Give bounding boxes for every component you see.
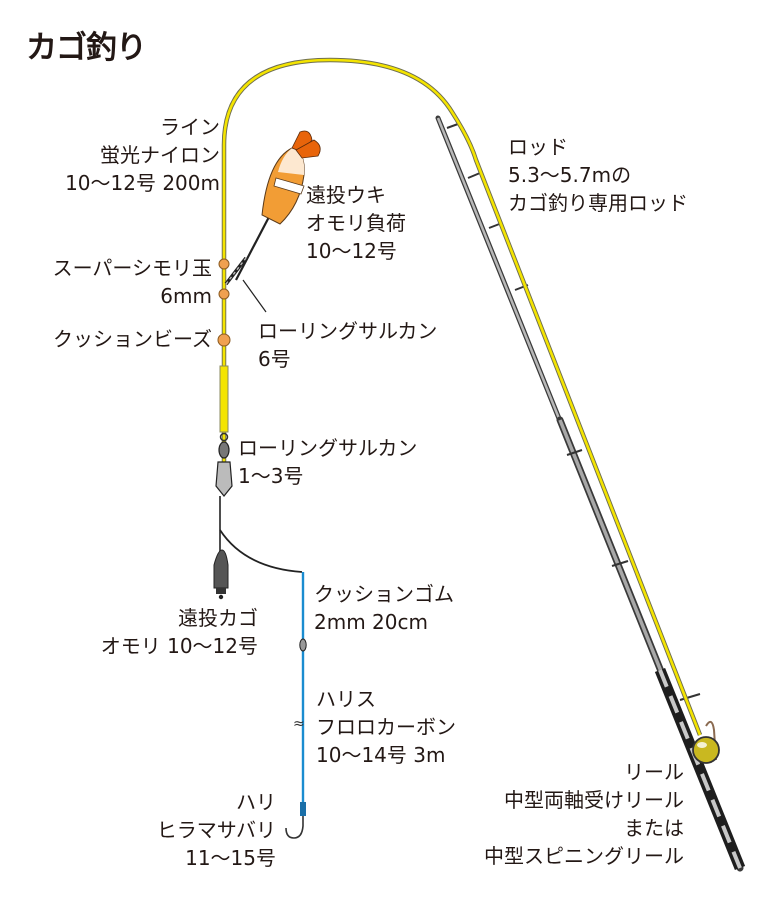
- swivel-basket-illustration: [213, 432, 303, 600]
- main-line-illustration: [219, 57, 703, 736]
- reel-label: リール 中型両軸受けリール または 中型スピニングリール: [484, 760, 684, 868]
- basket-label: 遠投カゴ オモリ 10〜12号: [100, 606, 258, 658]
- beads-illustration: [217, 258, 231, 347]
- leader-line-illustration: ≈: [285, 572, 307, 839]
- line-label: ライン 蛍光ナイロン 10〜12号 200m: [65, 115, 220, 195]
- rod-illustration: [435, 115, 746, 872]
- cushion-rubber-label: クッションゴム 2mm 20cm: [314, 582, 454, 634]
- reel-illustration: [692, 720, 720, 764]
- hook-label: ハリ ヒラマサバリ 11〜15号: [156, 790, 276, 870]
- stopper-bead-label: スーパーシモリ玉 6mm: [52, 256, 212, 308]
- swivel-lower-label: ローリングサルカン 1〜3号: [238, 436, 418, 488]
- svg-text:≈: ≈: [293, 716, 305, 732]
- swivel-upper-label: ローリングサルカン 6号: [258, 319, 438, 371]
- float-label: 遠投ウキ オモリ負荷 10〜12号: [306, 183, 406, 263]
- cushion-bead-label: クッションビーズ: [53, 327, 212, 351]
- leader-label: ハリス フロロカーボン 10〜14号 3m: [316, 687, 456, 767]
- float-illustration: [224, 130, 321, 313]
- page-title: カゴ釣り: [26, 30, 147, 66]
- rod-label: ロッド 5.3〜5.7mの カゴ釣り専用ロッド: [508, 135, 688, 215]
